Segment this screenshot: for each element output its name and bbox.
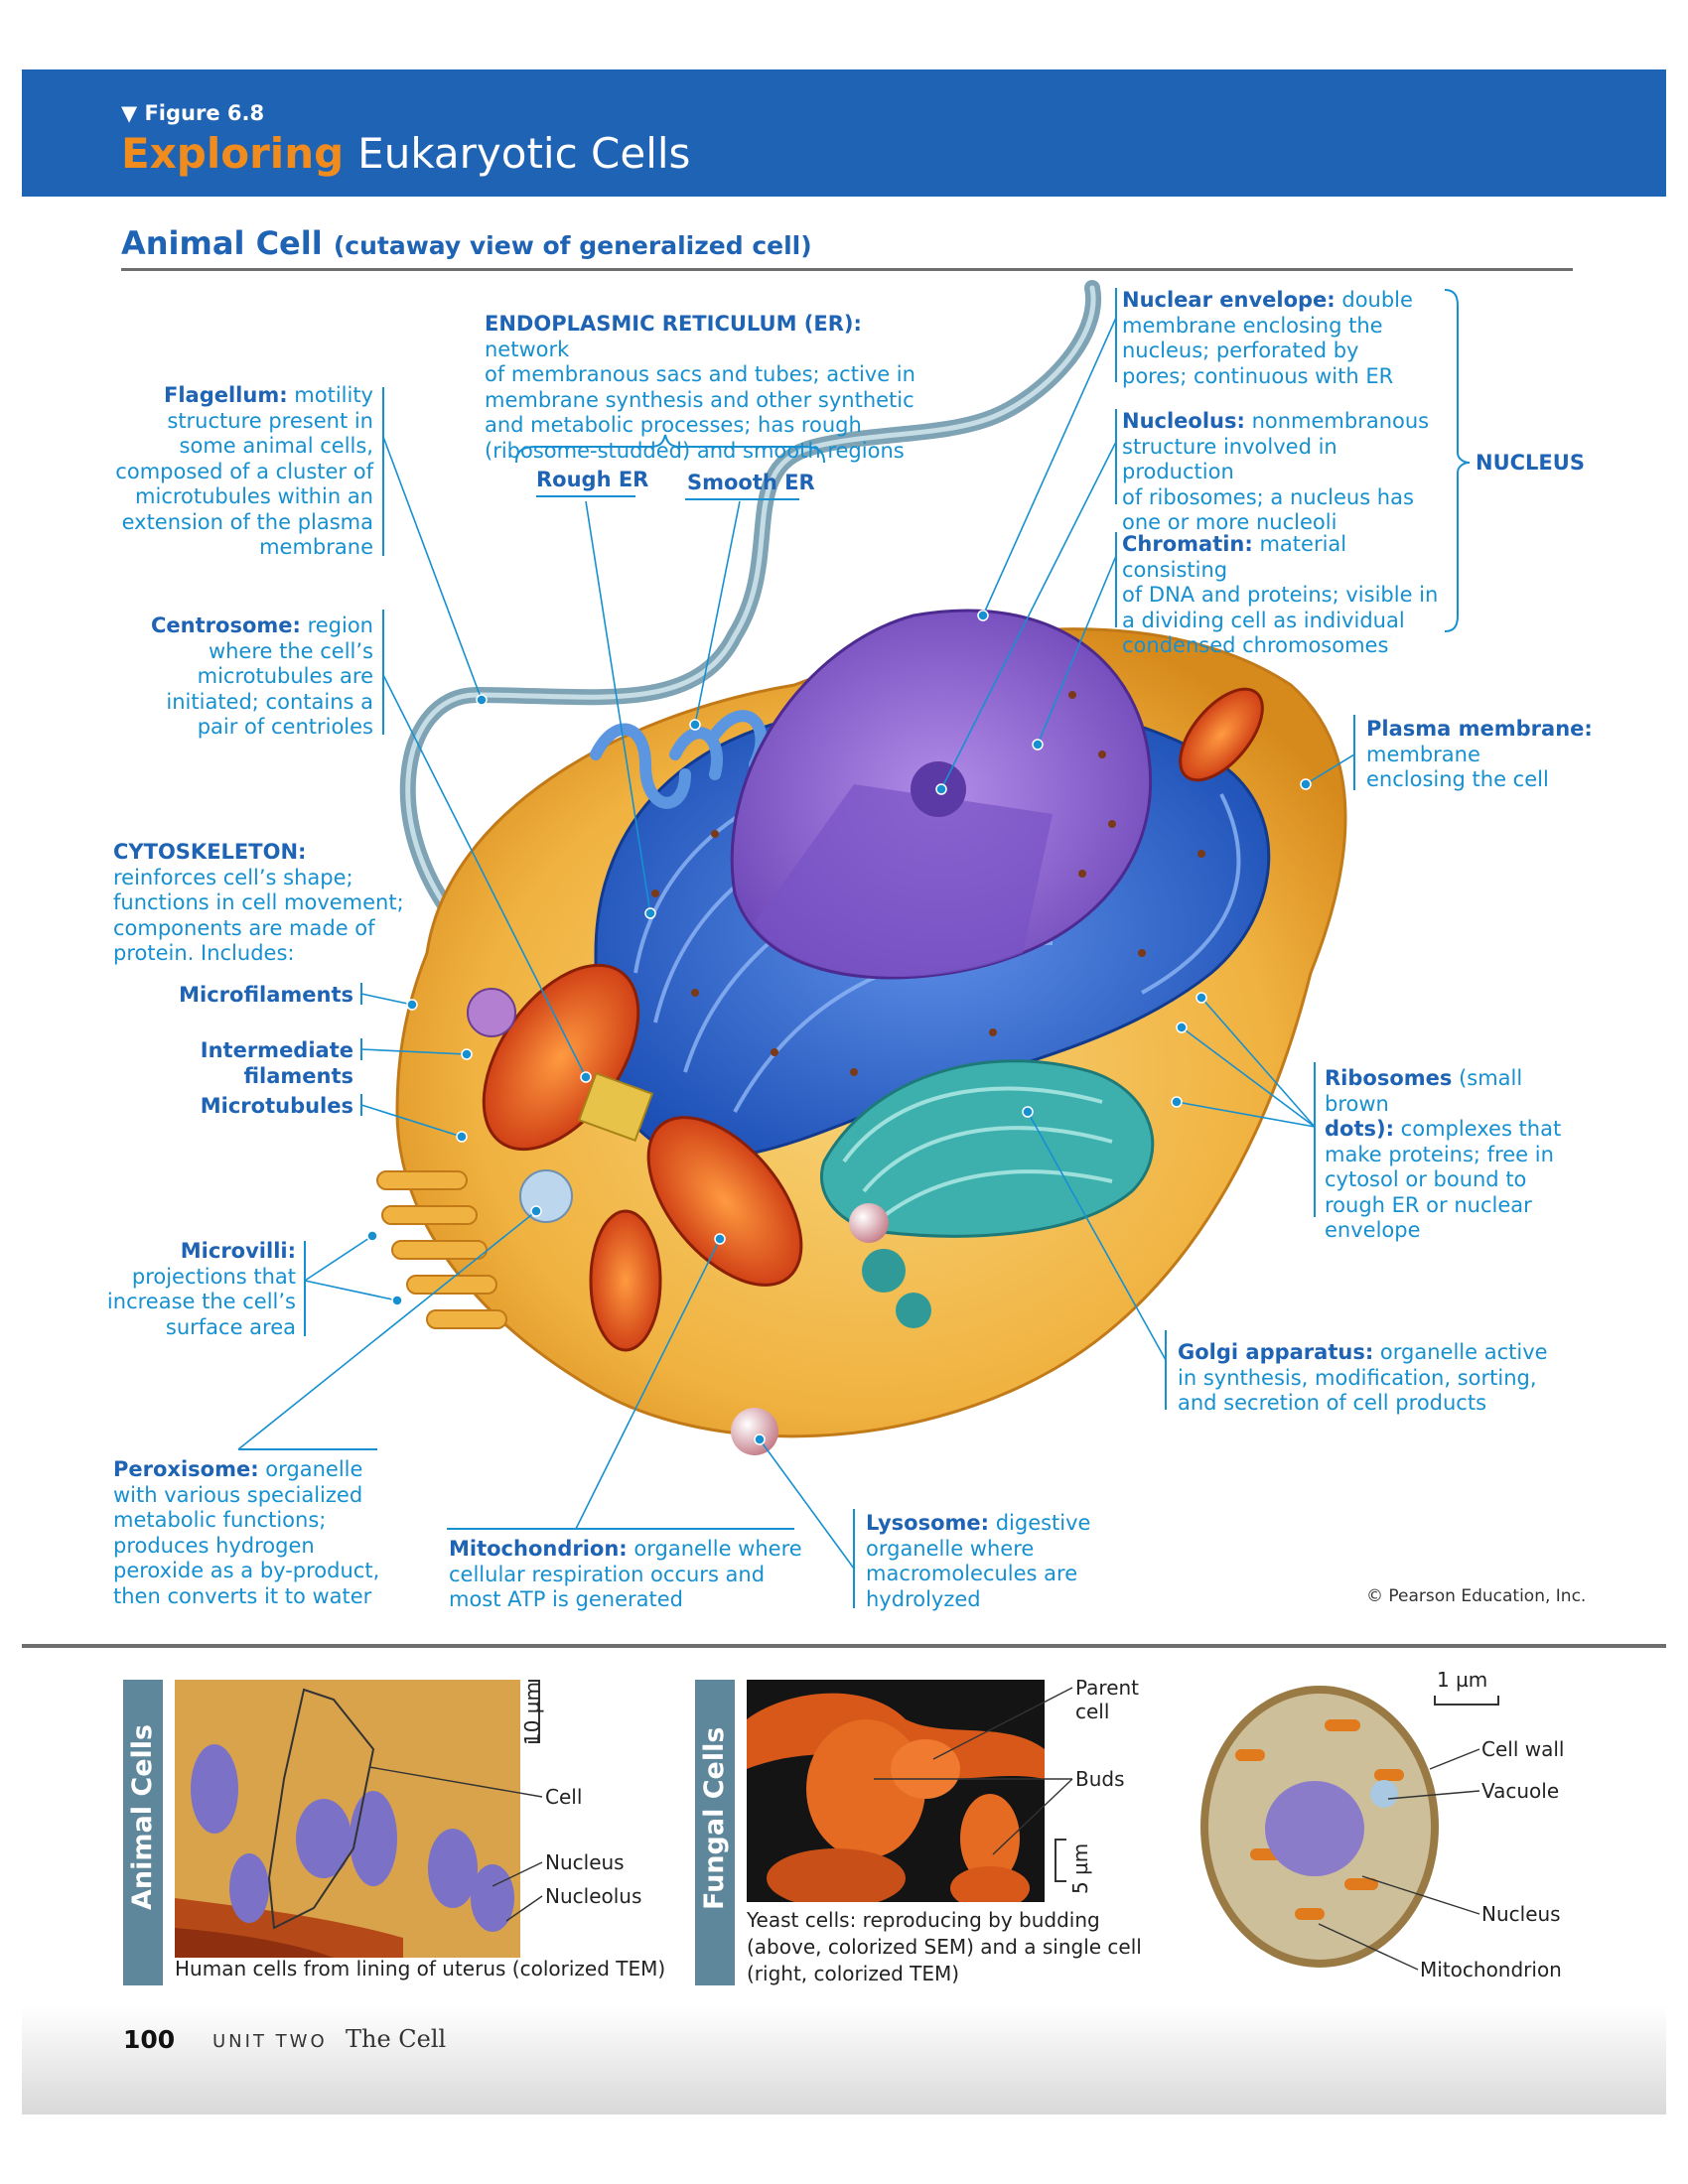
animal-cells-micrograph [175, 1680, 520, 1958]
er-label: ENDOPLASMIC RETICULUM (ER): network of m… [485, 312, 915, 463]
intermediate-filaments-label: Intermediate filaments [200, 1038, 353, 1088]
lysosome-label: Lysosome: digestive organelle where macr… [866, 1511, 1091, 1611]
animal-cells-tab: Animal Cells [123, 1680, 163, 1985]
yeast-label-nucleus: Nucleus [1481, 1902, 1561, 1926]
yeast-label-vacuole: Vacuole [1481, 1779, 1560, 1803]
fungal-label-cell: cell [1075, 1700, 1110, 1723]
ribosomes-label: Ribosomes (small brown dots): complexes … [1325, 1066, 1562, 1242]
nucleolus-label: Nucleolus: nonmembranous structure invol… [1122, 409, 1430, 534]
yeast-label-cell-wall: Cell wall [1481, 1737, 1565, 1761]
flagellum-label: Flagellum: motility structure present in… [115, 383, 373, 559]
peroxisome-label: Peroxisome: organelle with various speci… [113, 1457, 380, 1608]
section-title: Animal Cell (cutaway view of generalized… [121, 224, 812, 262]
section-rule [121, 268, 1573, 271]
section-title-main: Animal Cell [121, 224, 323, 262]
plasma-membrane-label: Plasma membrane: membrane enclosing the … [1366, 717, 1593, 791]
rough-er-label: Rough ER [536, 468, 649, 491]
fungal-label-parent: Parent [1075, 1676, 1140, 1700]
lysosome [731, 1408, 778, 1455]
animal-label-nucleus: Nucleus [545, 1850, 625, 1874]
microtubules-label: Microtubules [200, 1094, 353, 1118]
animal-label-nucleolus: Nucleolus [545, 1884, 642, 1908]
page-footer [22, 2005, 1666, 2115]
mitochondrion-label: Mitochondrion: organelle where cellular … [449, 1537, 802, 1611]
yeast-tem-micrograph [1200, 1686, 1439, 1968]
fungal-label-buds: Buds [1075, 1767, 1125, 1791]
microfilaments-label: Microfilaments [179, 983, 353, 1007]
figure-label: ▼ Figure 6.8 [121, 101, 265, 125]
section-subtitle: (cutaway view of generalized cell) [333, 231, 812, 260]
nucleus-group-label: NUCLEUS [1476, 451, 1585, 475]
centrosome-label: Centrosome: region where the cell’s micr… [151, 614, 373, 739]
unit-label: UNIT TWO [212, 2031, 328, 2052]
smooth-er-label: Smooth ER [687, 471, 815, 494]
fungal-cells-tab: Fungal Cells [695, 1680, 735, 1985]
golgi-label: Golgi apparatus: organelle active in syn… [1178, 1340, 1548, 1415]
nucleus-bracket [1444, 289, 1471, 632]
microvilli-label: Microvilli: projections that increase th… [106, 1239, 296, 1339]
yeast-scale-bar [1434, 1696, 1499, 1706]
yeast-sem-micrograph [747, 1680, 1045, 1902]
yeast-scale-label: 1 µm [1437, 1668, 1488, 1692]
title-rest: Eukaryotic Cells [357, 129, 691, 178]
chromatin-label: Chromatin: material consisting of DNA an… [1122, 532, 1439, 657]
microvilli [376, 1170, 507, 1329]
fungal-caption: Yeast cells: reproducing by budding (abo… [747, 1908, 1142, 1985]
yeast-label-mitochondrion: Mitochondrion [1420, 1958, 1562, 1981]
page-number: 100 [123, 2025, 176, 2054]
chapter-label: The Cell [346, 2025, 447, 2053]
animal-caption: Human cells from lining of uterus (color… [175, 1957, 666, 1980]
animal-label-cell: Cell [545, 1785, 583, 1809]
copyright: © Pearson Education, Inc. [1366, 1586, 1587, 1606]
title-exploring: Exploring [121, 129, 345, 178]
vesicle [467, 988, 516, 1037]
fungal-scale-bar [1055, 1839, 1066, 1882]
animal-scale-bar [528, 1680, 540, 1743]
nuclear-envelope-label: Nuclear envelope: double membrane enclos… [1122, 288, 1413, 388]
cytoskeleton-label: CYTOSKELETON: reinforces cell’s shape; f… [113, 840, 404, 965]
section-divider [22, 1644, 1666, 1648]
centrosome [577, 1071, 654, 1143]
